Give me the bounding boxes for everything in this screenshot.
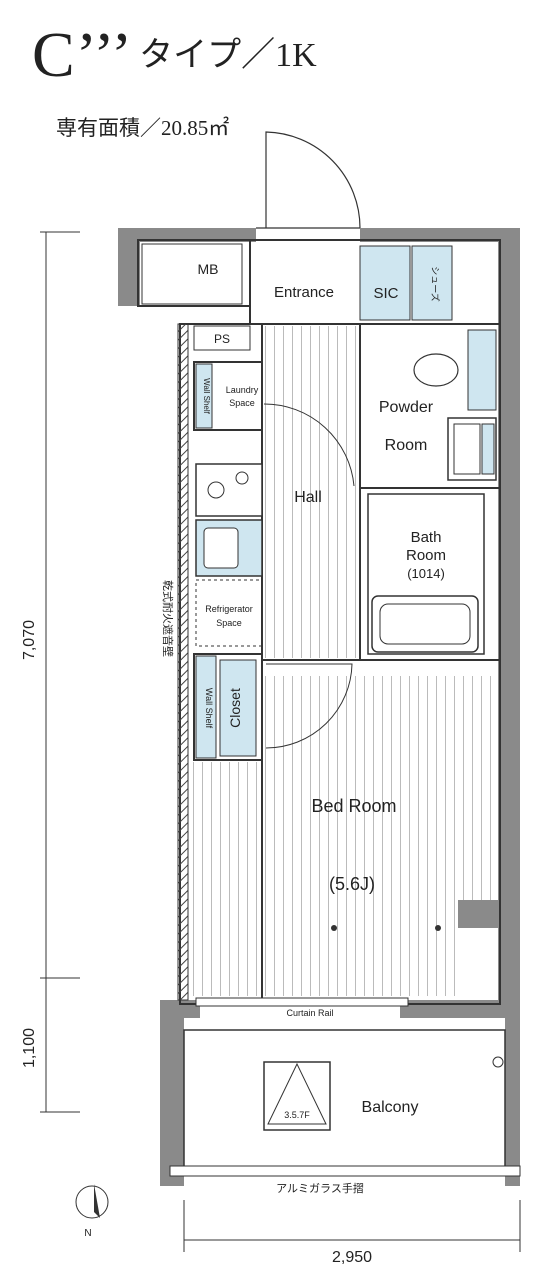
bath-label: Bath: [411, 529, 442, 546]
mb-closet: [141, 243, 243, 305]
aircon-triangle-icon: [267, 1062, 327, 1125]
kitchen-stove: [195, 463, 263, 517]
powder-room-label: Room: [385, 437, 428, 454]
aircon-outdoor-unit: [263, 1061, 331, 1131]
north-arrow-icon: [75, 1184, 109, 1219]
powder-cabinet: [467, 329, 497, 411]
laundry-shelf: [195, 363, 213, 429]
fire-wall-note: 乾式耐火遮音壁: [161, 580, 175, 657]
outlet-icon: [435, 925, 441, 931]
plan-title: C’’’タイプ／1K: [32, 18, 317, 92]
sic-label: SIC: [373, 285, 398, 302]
bath-room-label: Room: [406, 547, 446, 564]
floor-area: 専有面積／20.85㎡: [56, 116, 230, 140]
entrance-label: Entrance: [274, 284, 334, 301]
bath-size-label: (1014): [407, 566, 445, 581]
type-code: C’’’: [32, 19, 134, 90]
laundry-label: Laundry: [226, 385, 259, 395]
north-label: N: [84, 1228, 91, 1239]
depth-main-dimension: 7,070: [21, 620, 38, 660]
refrigerator-label: Refrigerator: [205, 604, 253, 614]
width-dimension: 2,950: [332, 1249, 372, 1266]
depth-balcony-dimension: 1,100: [21, 1028, 38, 1068]
fire-wall: [177, 323, 189, 1001]
burner-icon: [207, 471, 249, 499]
hall-label: Hall: [294, 489, 322, 506]
shoe-closet: [411, 245, 453, 321]
laundry-space-label: Space: [229, 398, 255, 408]
hall-door-swing: [263, 403, 355, 487]
bedroom-floor-left: [190, 762, 264, 996]
hall-floor: [264, 326, 358, 658]
outlet-icon: [331, 925, 337, 931]
closet-rod-area: [219, 659, 257, 757]
bedroom-size-label: (5.6J): [329, 874, 375, 894]
bedroom-floor: [264, 676, 458, 996]
dimension-lines: [40, 231, 521, 1252]
entrance-door: [256, 131, 361, 229]
powder-sink-basin: [453, 423, 481, 475]
type-name: タイプ／1K: [139, 37, 317, 74]
bedroom-floor-right: [458, 676, 498, 900]
sic-closet: [359, 245, 411, 321]
bedroom-label: Bed Room: [311, 796, 396, 816]
handrail: [169, 1165, 521, 1177]
bedroom-door-swing: [265, 663, 353, 749]
ps-shaft: [193, 325, 251, 351]
curtain-rail-label: Curtain Rail: [286, 1008, 333, 1018]
shoe-closet-label: シューズ: [430, 266, 441, 302]
drain-icon: [492, 1056, 504, 1068]
powder-sink-counter: [481, 423, 495, 475]
exterior-walls: [118, 228, 520, 1186]
ps-label: PS: [214, 332, 230, 346]
bathtub-inner: [379, 603, 471, 645]
closet-shelf-label: Wall Shelf: [204, 688, 214, 729]
mb-label: MB: [198, 261, 219, 277]
window-frame: [195, 997, 409, 1007]
aircon-unit-label: 3.5.7F: [284, 1110, 310, 1120]
powder-label: Powder: [379, 399, 434, 416]
bath-room: [367, 493, 485, 655]
laundry-shelf-label: Wall Shelf: [202, 378, 211, 414]
toilet-icon: [413, 353, 459, 387]
sink-basin: [203, 527, 239, 569]
balcony: [183, 1029, 506, 1171]
balcony-label: Balcony: [362, 1099, 419, 1116]
refrigerator-space-label: Space: [216, 618, 242, 628]
closet-label: Closet: [227, 688, 243, 728]
refrigerator-space: [195, 579, 263, 647]
closet-shelf: [195, 655, 217, 759]
handrail-label: アルミガラス手摺: [276, 1181, 364, 1195]
